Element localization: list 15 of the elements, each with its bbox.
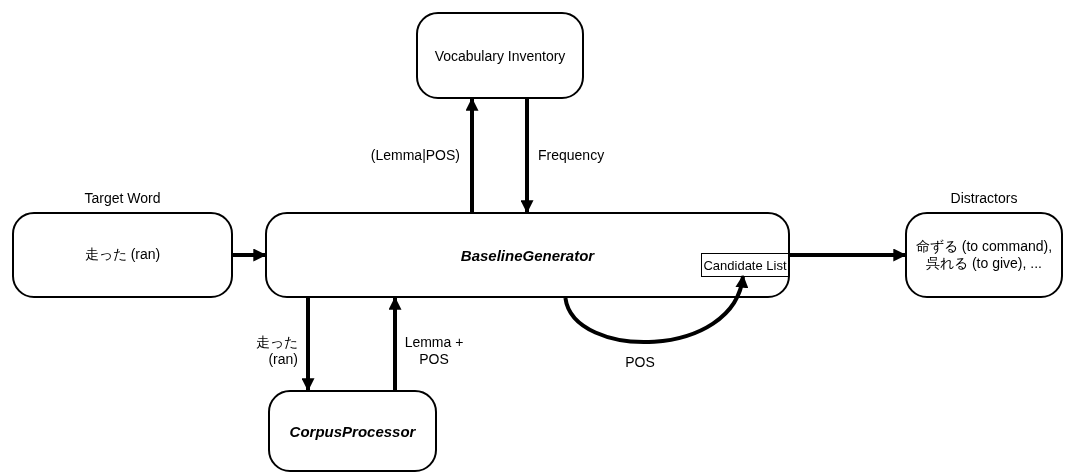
box-text: 命ずる (to command), 呉れる (to give), ... <box>914 238 1054 272</box>
arrow <box>301 298 315 392</box>
box-text: BaselineGenerator <box>460 246 595 264</box>
arrow <box>233 248 267 262</box>
box-text: Vocabulary Inventory <box>434 47 566 64</box>
node-heading: Distractors <box>949 190 1019 206</box>
node-heading: Target Word <box>83 190 162 206</box>
arrow <box>520 99 534 214</box>
box-text: Candidate List <box>703 257 787 273</box>
arrow <box>465 97 479 212</box>
box-text: 走った (ran) <box>84 246 161 264</box>
arrow <box>388 296 402 390</box>
box-text: CorpusProcessor <box>289 422 416 440</box>
arrow <box>563 274 747 344</box>
arrow <box>790 248 907 262</box>
